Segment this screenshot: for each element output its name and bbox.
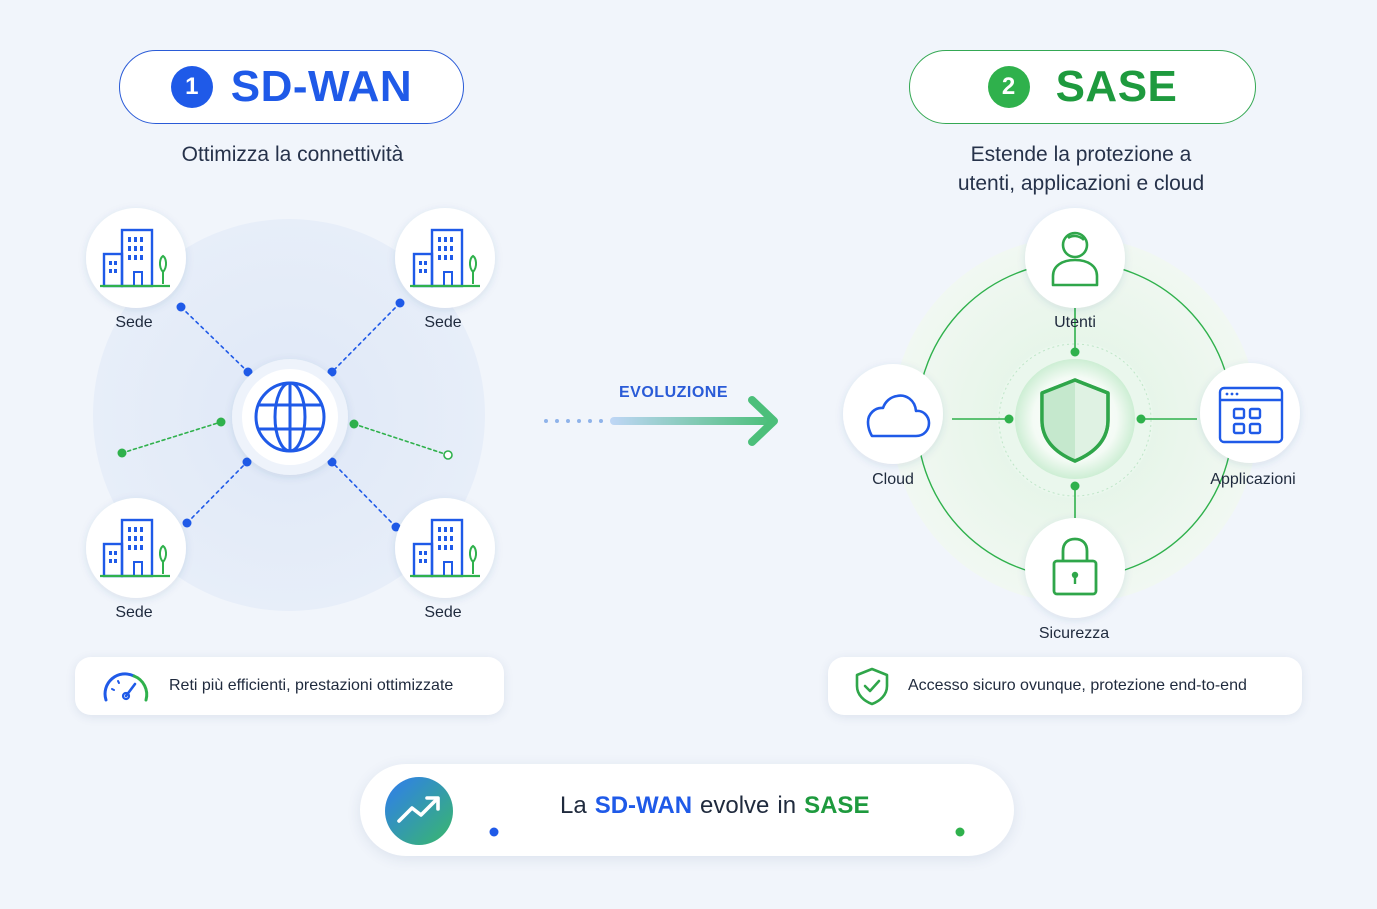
user-icon — [1051, 231, 1099, 287]
sicurezza-label: Sicurezza — [1038, 625, 1110, 642]
sicurezza-node — [1025, 518, 1125, 618]
summary-part4: in — [777, 792, 797, 819]
app-window-icon — [1218, 386, 1284, 444]
sede-node-top-left — [86, 208, 186, 308]
sase-spoke-dots — [1004, 347, 1146, 491]
step-number-2: 2 — [987, 66, 1030, 108]
sdwan-title-pill: 1 SD-WAN — [119, 50, 464, 124]
evolution-label: EVOLUZIONE — [619, 384, 729, 401]
sede-node-bottom-right — [395, 498, 495, 598]
summary-progress-line — [489, 827, 965, 837]
sdwan-subtitle: Ottimizza la connettività — [181, 143, 404, 166]
sase-benefit-text: Accesso sicuro ovunque, protezione end-t… — [908, 677, 1247, 694]
sede-label: Sede — [115, 604, 153, 621]
sede-label: Sede — [424, 604, 462, 621]
sede-label: Sede — [424, 314, 462, 331]
sdwan-link-dots — [117, 298, 453, 532]
sede-node-bottom-left — [86, 498, 186, 598]
summary-pill: La SD-WAN evolve in SASE — [360, 764, 1014, 856]
sase-benefit-badge: Accesso sicuro ovunque, protezione end-t… — [828, 657, 1302, 715]
sase-title-pill: 2 SASE — [909, 50, 1256, 124]
sase-subtitle: Estende la protezione a utenti, applicaz… — [920, 140, 1242, 198]
step-number-1: 1 — [170, 66, 213, 108]
sede-label: Sede — [115, 314, 153, 331]
sdwan-benefit-badge: Reti più efficienti, prestazioni ottimiz… — [75, 657, 504, 715]
globe-icon — [254, 381, 326, 453]
cloud-icon — [866, 394, 931, 438]
sdwan-links — [121, 302, 449, 528]
sdwan-title: SD-WAN — [230, 62, 413, 111]
building-icon — [100, 518, 170, 578]
sase-subtitle-line1: Estende la protezione a — [970, 143, 1192, 166]
utenti-node — [1025, 208, 1125, 308]
shield-icon — [1040, 378, 1110, 463]
summary-text: La SD-WAN evolve in SASE — [560, 792, 877, 820]
speedometer-icon — [103, 672, 149, 702]
sase-title: SASE — [1055, 62, 1178, 111]
summary-part1: La — [560, 792, 587, 819]
applicazioni-label: Applicazioni — [1210, 471, 1296, 488]
trend-up-icon — [385, 777, 453, 845]
building-icon — [410, 228, 480, 288]
utenti-label: Utenti — [1054, 314, 1096, 331]
applicazioni-node — [1200, 363, 1300, 463]
lock-icon — [1052, 537, 1098, 596]
building-icon — [410, 518, 480, 578]
sase-subtitle-line2: utenti, applicazioni e cloud — [957, 172, 1205, 195]
sase-spokes — [952, 305, 1197, 522]
summary-sase: SASE — [804, 792, 870, 819]
cloud-label: Cloud — [872, 471, 914, 488]
building-icon — [100, 228, 170, 288]
summary-sdwan: SD-WAN — [594, 792, 693, 819]
evolution-arrow — [544, 396, 778, 446]
cloud-node — [843, 364, 943, 464]
sdwan-benefit-text: Reti più efficienti, prestazioni ottimiz… — [169, 677, 454, 694]
sede-node-top-right — [395, 208, 495, 308]
shield-check-icon — [855, 667, 889, 706]
summary-part3: evolve — [700, 792, 770, 819]
